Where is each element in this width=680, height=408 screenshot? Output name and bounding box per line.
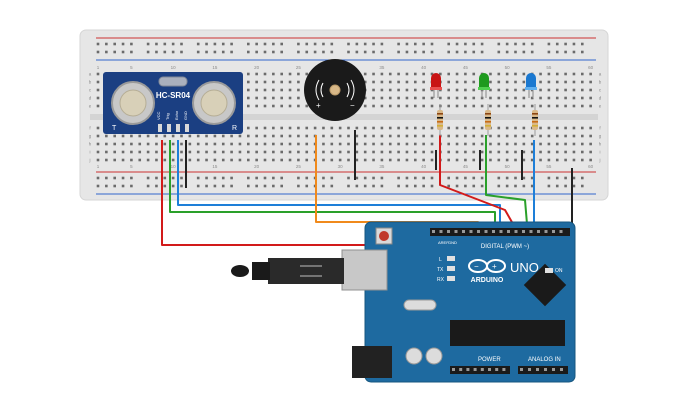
reset-button[interactable] [379,231,389,241]
column-number: 25 [296,164,302,169]
row-letter: b [599,80,602,85]
row-letter: a [599,72,602,77]
resistor [485,104,491,136]
row-letter: j [89,158,91,163]
wire-led-green [485,135,529,237]
sensor-pin-label: Trig [165,113,170,120]
led-red [430,73,442,98]
svg-text:−: − [474,262,479,271]
sensor-pin [185,124,189,132]
column-number: 5 [130,164,133,169]
wire-echo-blue [177,140,501,236]
column-number: 1 [97,164,100,169]
column-number: 20 [254,164,260,169]
row-letter: d [599,96,602,101]
column-number: 45 [463,164,469,169]
column-number: 10 [171,65,177,70]
microcontroller-chip [450,320,565,346]
column-number: 50 [505,164,511,169]
row-letter: e [599,104,602,109]
row-letter: h [599,142,602,147]
sensor-pin [176,124,180,132]
l-label: L [439,257,442,263]
column-number: 25 [296,65,302,70]
column-number: 55 [546,164,552,169]
sensor-corner-left: T [112,125,117,132]
led-blue [525,73,537,98]
power-header-label: POWER [478,357,501,363]
usb-cable [231,258,344,284]
usb-connector [341,249,388,291]
aref-label: AREF [438,240,449,245]
arduino-model: UNO [510,260,539,275]
column-number: 60 [588,164,594,169]
column-number: 55 [546,65,552,70]
column-number: 1 [97,65,100,70]
ultrasonic-sensor: HC-SR04 T R VCC Trig Echo GND [103,72,243,134]
column-number: 40 [421,65,427,70]
row-letter: i [600,150,601,155]
column-number: 5 [130,65,133,70]
row-letter: f [599,126,601,131]
sensor-model-label: HC-SR04 [156,91,191,100]
tx-label: TX [437,267,444,273]
piezo-buzzer: + − [304,59,366,121]
row-letter: d [89,96,92,101]
row-letter: f [89,126,91,131]
sensor-pin-label: Echo [174,110,179,120]
column-number: 30 [338,164,344,169]
row-letter: g [599,134,602,139]
sensor-corner-right: R [232,125,237,132]
svg-text:+: + [492,262,497,271]
arduino-brand: ARDUINO [471,277,504,284]
led-green [478,73,490,98]
row-letter: c [599,88,602,93]
column-number: 60 [588,65,594,70]
analog-header-label: ANALOG IN [528,357,561,363]
row-letter: e [89,104,92,109]
column-number: 45 [463,65,469,70]
digital-header-label: DIGITAL (PWM ~) [481,244,529,250]
column-number: 50 [505,65,511,70]
sensor-pin [167,124,171,132]
column-number: 35 [379,65,385,70]
row-letter: j [599,158,601,163]
arduino-uno: − + ARDUINO UNO DIGITAL (PWM ~) POWER AN… [341,221,576,383]
row-letter: i [90,150,91,155]
sensor-pin [158,124,162,132]
sensor-pin-label: VCC [156,111,161,120]
resistor [532,104,538,136]
arduino-logo: − + [468,259,506,273]
column-number: 15 [212,65,218,70]
column-number: 15 [212,164,218,169]
leds [430,73,538,136]
resistor [437,104,443,136]
buzzer-minus-label: − [350,101,355,110]
rx-label: RX [437,277,445,283]
buzzer-plus-label: + [316,101,321,110]
column-number: 10 [171,164,177,169]
row-letter: g [89,134,92,139]
row-letter: b [89,80,92,85]
column-number: 40 [421,164,427,169]
column-number: 35 [379,164,385,169]
row-letter: c [89,88,92,93]
sensor-pin-label: GND [183,111,188,120]
row-letter: h [89,142,92,147]
row-letter: a [89,72,92,77]
on-label: ON [555,268,563,274]
gnd-label: GND [448,240,457,245]
power-jack [352,346,392,378]
column-number: 20 [254,65,260,70]
